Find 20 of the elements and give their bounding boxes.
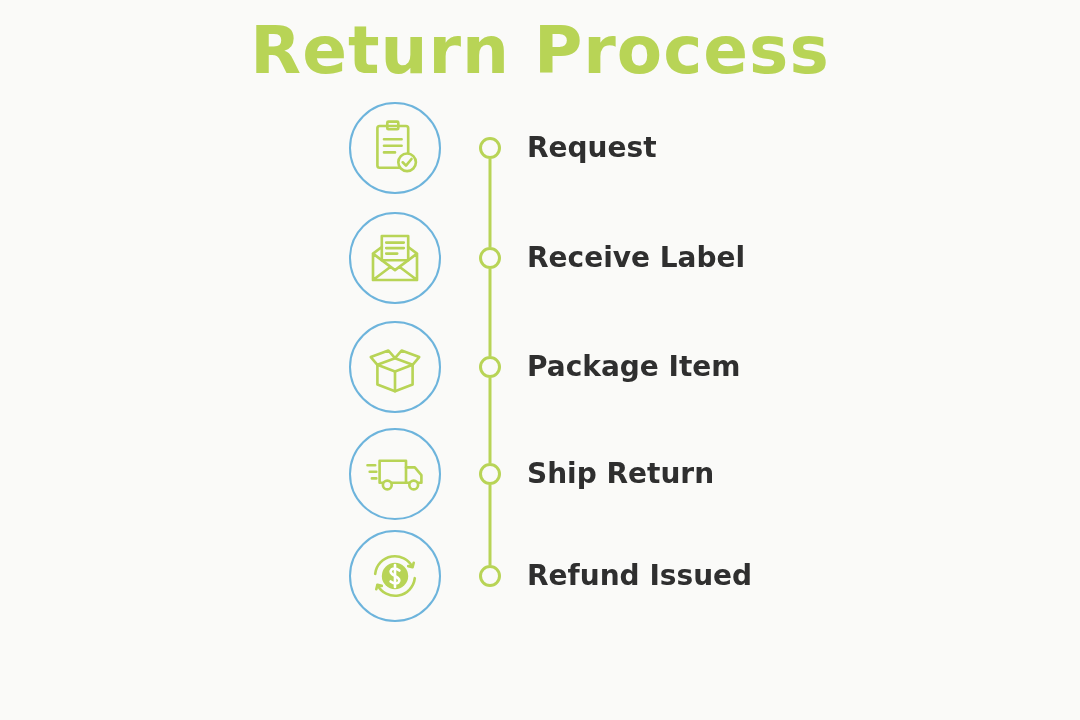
timeline-dot (479, 137, 501, 159)
connector-line (488, 159, 492, 247)
step-label: Receive Label (527, 240, 746, 276)
connector-line (488, 269, 492, 356)
icon-circle (349, 321, 441, 413)
title: Return Process (249, 12, 831, 89)
timeline-dot (479, 356, 501, 378)
connector-line (488, 485, 492, 565)
icon-circle (349, 530, 441, 622)
timeline-dot (479, 463, 501, 485)
timeline-dot (479, 247, 501, 269)
step-label: Ship Return (527, 456, 715, 492)
step-label: Package Item (527, 349, 741, 385)
icon-circle (349, 428, 441, 520)
connector-line (488, 378, 492, 463)
step-label: Refund Issued (527, 558, 753, 594)
step-label: Request (527, 130, 657, 166)
icon-circle (349, 212, 441, 304)
icon-circle (349, 102, 441, 194)
timeline-dot (479, 565, 501, 587)
